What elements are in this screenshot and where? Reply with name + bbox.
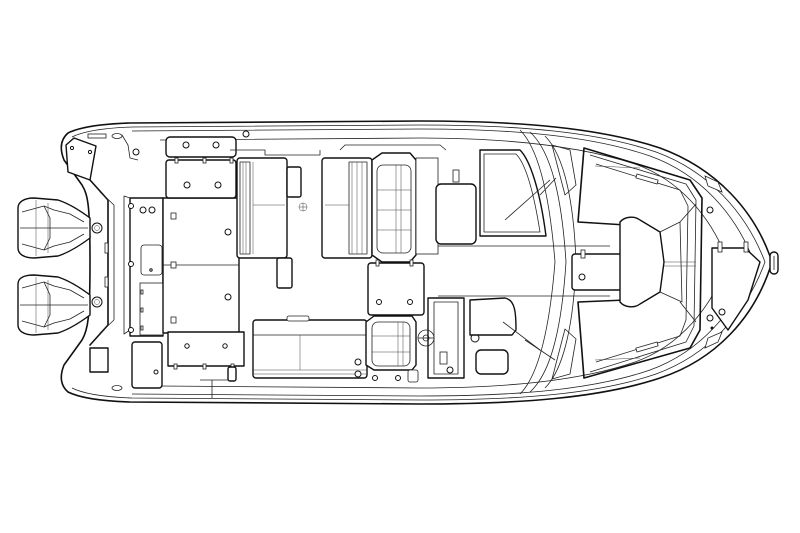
outboard-engine-1: [17, 197, 91, 259]
helm-console: [417, 297, 556, 379]
outboard-engine-2: [17, 274, 91, 336]
port-side-lounge: [252, 315, 368, 379]
anchor-locker: [704, 175, 761, 349]
aft-bench-seat: [230, 149, 321, 289]
helm-seat: [365, 315, 419, 383]
companion-seat: [321, 144, 447, 263]
transom: [65, 130, 250, 391]
windshield: [435, 129, 577, 395]
aft-deck-hatches: [123, 136, 245, 398]
bow-seating: [577, 147, 703, 379]
bow-cleat: [769, 251, 779, 275]
center-walkway: [438, 245, 629, 297]
cockpit-table: [367, 259, 425, 316]
